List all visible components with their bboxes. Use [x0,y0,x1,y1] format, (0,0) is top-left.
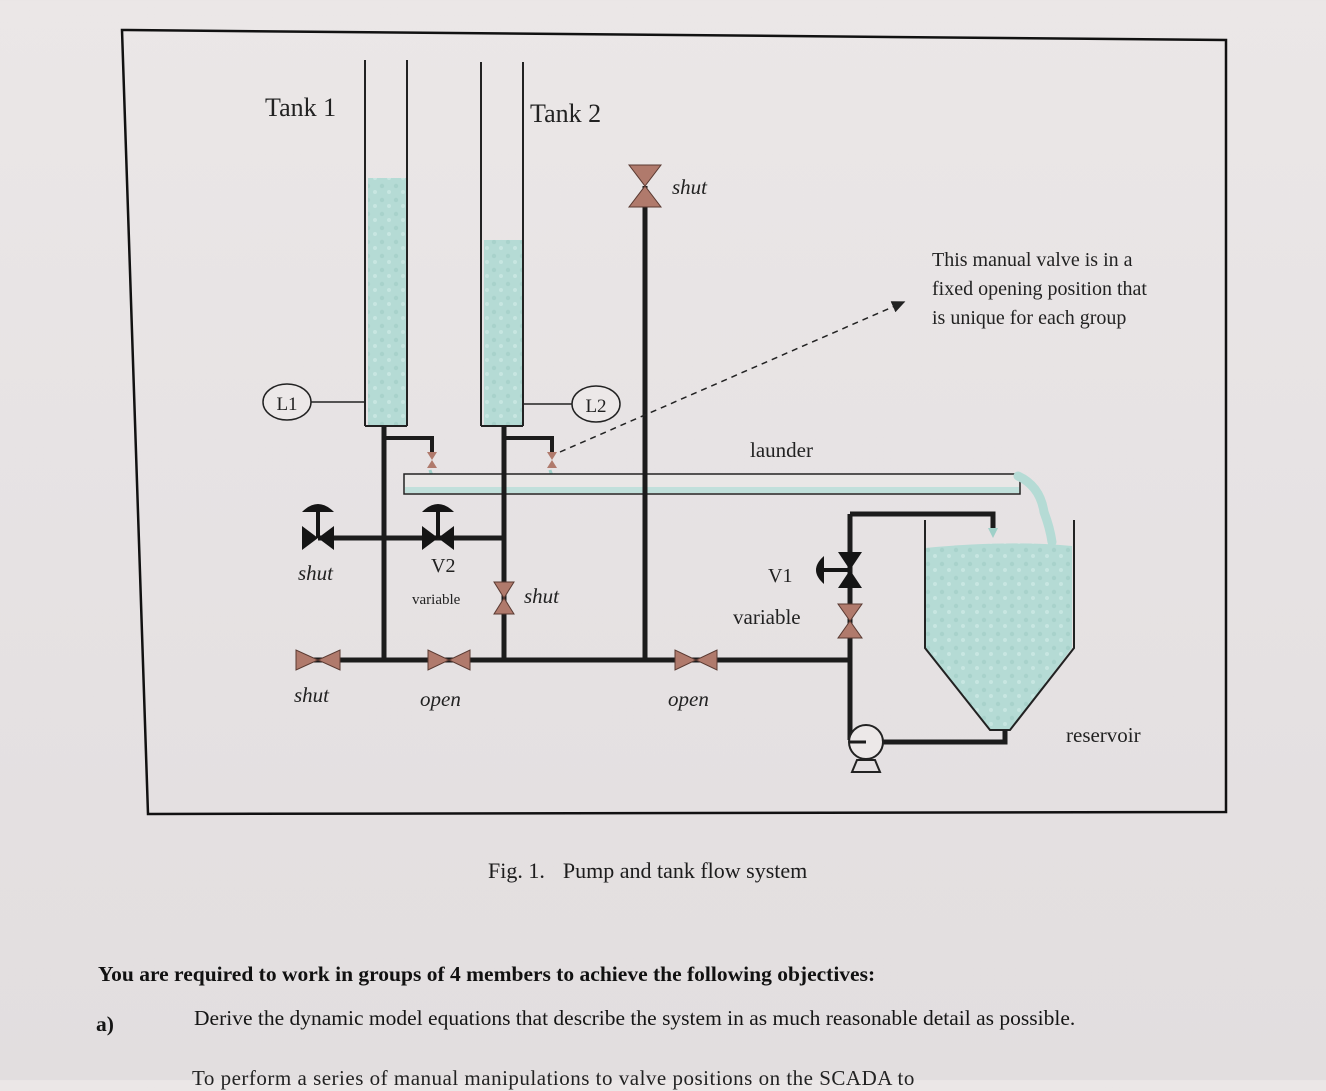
tank-2-label: Tank 2 [530,99,601,128]
item-marker: a) [96,1012,114,1036]
tank-1-outlet-pipe [382,426,434,452]
bottom-left-shut-label: shut [294,683,330,707]
tank-2-drain-shut-valve [493,581,515,615]
figure-caption: Fig. 1. Pump and tank flow system [488,858,807,884]
riser-shut-label: shut [672,175,708,199]
v1-downstream-shut-valve [837,603,863,639]
note-line-1: This manual valve is in a [932,249,1133,271]
v2-label: V2 [431,555,455,577]
reservoir-water [925,543,1072,730]
bottom-right-open-label: open [668,687,709,711]
l1-label: L1 [276,394,297,415]
figure-caption-text: Pump and tank flow system [562,858,808,883]
manual-valve-note: This manual valve is in a fixed opening … [932,249,1147,329]
note-line-3: is unique for each group [932,307,1126,329]
l2-label: L2 [585,396,606,417]
tank-1-label: Tank 1 [265,93,336,122]
bottom-left-shut-valve [295,649,341,671]
v1-mode-label: variable [733,605,801,629]
reservoir-vessel [924,520,1075,731]
left-cross-shut-label: shut [298,561,334,585]
launder-label: launder [750,438,813,462]
bottom-middle-open-label: open [420,687,461,711]
bottom-right-open-valve [674,649,718,671]
figure-frame [120,28,1228,816]
manual-valve [547,452,557,468]
level-sensor-l2 [571,385,621,423]
bottom-middle-open-valve [427,649,471,671]
tank-2-water [484,240,522,426]
v2-valve [422,504,454,550]
v1-valve [816,552,862,588]
cut-off-text-line: To perform a series of manual manipulati… [192,1066,915,1090]
tank-2-outlet-pipe [502,426,554,452]
item-text: Derive the dynamic model equations that … [194,1006,1076,1030]
annotation-leader [559,301,906,453]
reservoir-label: reservoir [1066,723,1141,747]
tank-1-water [368,178,406,426]
objectives-heading: You are required to work in groups of 4 … [98,962,876,986]
tank-2-drain-shut-label: shut [524,584,560,608]
launder-overflow [1013,471,1057,547]
note-line-2: fixed opening position that [932,278,1147,300]
riser-top-shut-valve [627,164,663,208]
level-sensor-l1 [262,383,312,421]
v1-label: V1 [768,565,792,587]
figure-number: Fig. 1. [488,858,545,883]
left-cross-shut-valve [302,504,334,550]
v2-mode-label: variable [412,592,461,608]
